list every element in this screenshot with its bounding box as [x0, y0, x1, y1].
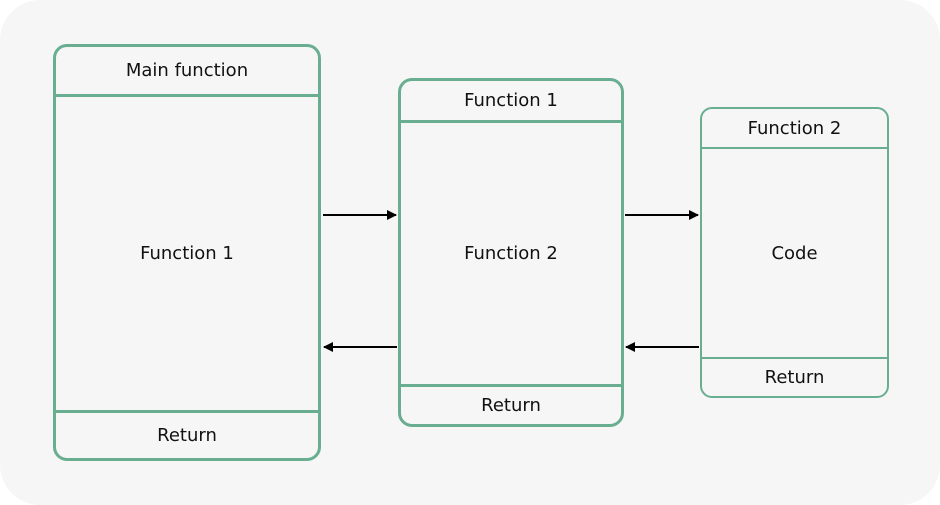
main-function-body: Function 1: [140, 243, 234, 264]
function-1-header: Function 1: [401, 81, 621, 123]
function-1-body: Function 2: [464, 243, 558, 264]
main-function-box: Main function Function 1 Return: [53, 44, 321, 461]
function-2-header: Function 2: [702, 109, 887, 149]
function-1-box: Function 1 Function 2 Return: [398, 78, 624, 427]
function-2-footer: Return: [702, 357, 887, 396]
main-function-header: Main function: [56, 47, 318, 97]
function-2-box: Function 2 Code Return: [700, 107, 889, 398]
main-function-footer: Return: [56, 410, 318, 458]
function-1-footer: Return: [401, 384, 621, 424]
function-2-body: Code: [771, 242, 818, 264]
